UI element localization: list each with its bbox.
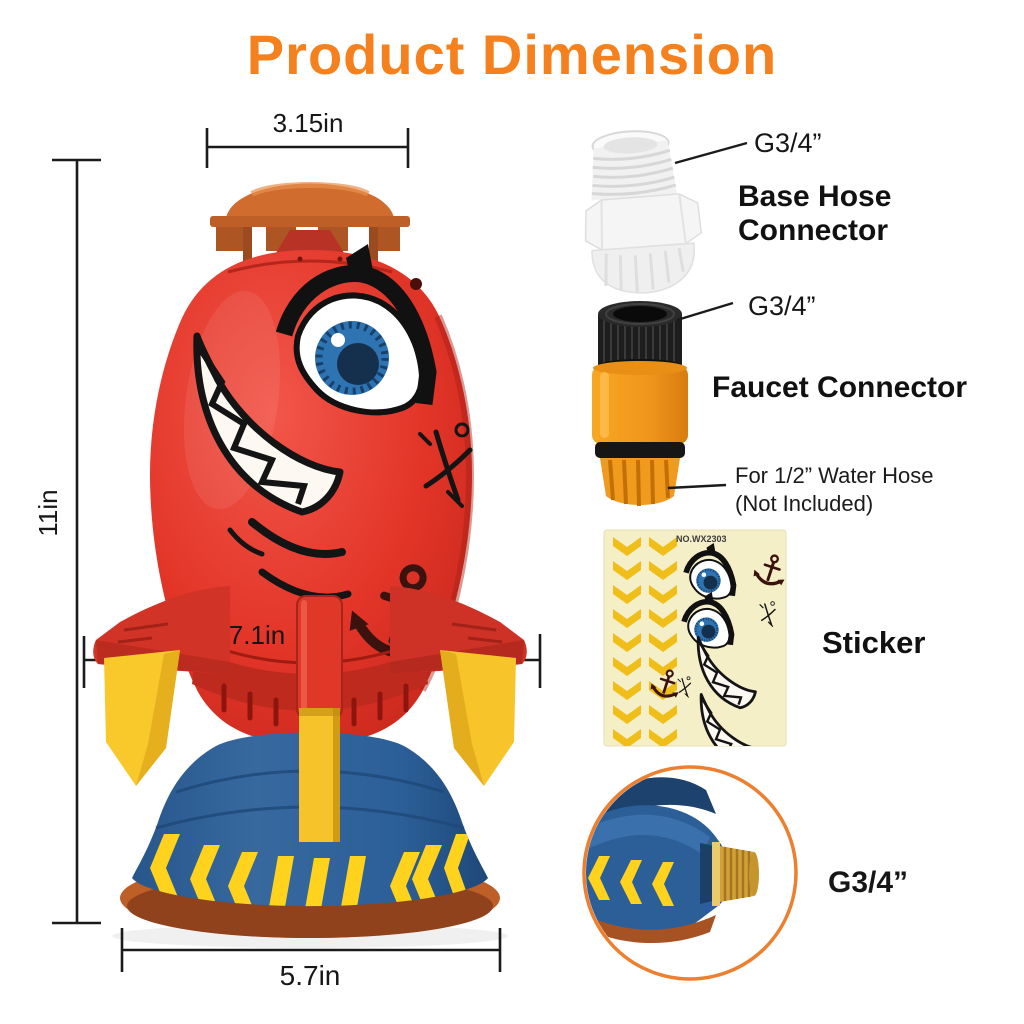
eye-iris [315, 321, 389, 395]
shark-mouth-decal [193, 332, 352, 601]
base-thread-size-label: G3/4” [828, 866, 909, 899]
sticker-sheet-code: NO.WX2303 [676, 534, 727, 544]
page-title: Product Dimension [246, 23, 778, 86]
sticker-sheet-image [603, 529, 787, 747]
faucet-connector-image [592, 301, 688, 507]
dimension-label-height: 11in [33, 489, 63, 537]
dimension-line-base-width [120, 928, 502, 972]
hose-compatibility-note: For 1/2” Water Hose (Not Included) [735, 462, 933, 518]
dimension-lines [52, 128, 542, 972]
dimension-label-top-width: 3.15in [272, 108, 344, 138]
hose-note-line1: For 1/2” Water Hose [735, 463, 934, 488]
faucet-connector-name: Faucet Connector [712, 371, 968, 404]
base-hose-size-label: G3/4” [754, 128, 822, 158]
leader-lines [667, 141, 748, 490]
leader-faucet [676, 301, 734, 322]
spray-hole [410, 278, 422, 290]
base-hose-name-line2: Connector [738, 214, 888, 247]
shark-eye-decal [275, 244, 437, 416]
base-hose-name-line1: Base Hose [738, 180, 892, 213]
dimension-label-mid-width: 7.1in [228, 620, 286, 650]
faucet-size-label: G3/4” [748, 291, 816, 321]
dimension-line-height [52, 158, 101, 925]
leader-hose-note [667, 483, 727, 490]
rocket-sprinkler-illustration [93, 182, 527, 948]
thread-flange [712, 842, 720, 906]
dimension-line-top-width [205, 128, 410, 168]
sticker-chevron-columns [613, 537, 677, 746]
cheek-swoosh [248, 518, 346, 558]
scratch-decal [418, 422, 473, 508]
hose-note-line2: (Not Included) [735, 491, 874, 516]
closeup-ring [582, 765, 798, 981]
dimension-label-base-width: 5.7in [279, 960, 341, 991]
leader-base-hose [674, 141, 748, 165]
base-hose-connector-image [584, 130, 703, 294]
sticker-label: Sticker [822, 625, 926, 660]
rocket-fins [93, 586, 527, 786]
base-thread-closeup [582, 765, 798, 981]
